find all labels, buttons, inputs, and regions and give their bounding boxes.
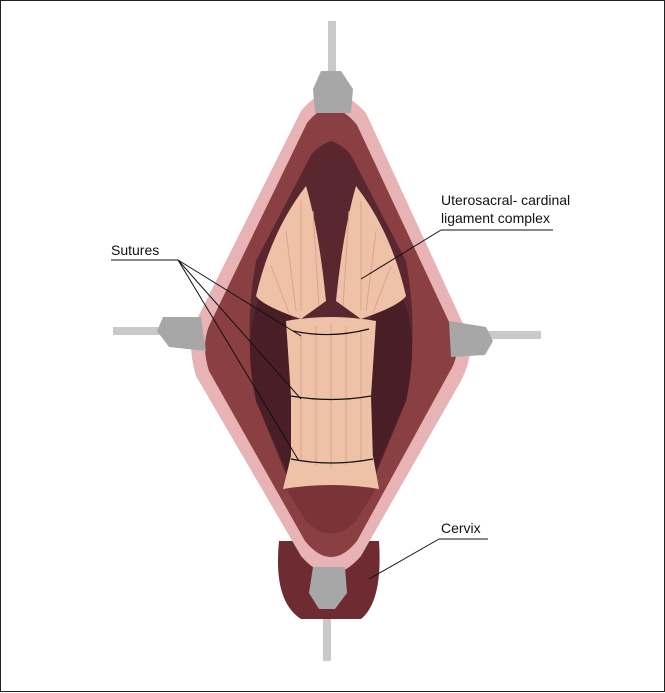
ligament-label-line1: Uterosacral- cardinal [441,192,570,208]
right-retractor-blade [449,321,493,357]
left-retractor-blade [157,317,206,351]
top-retractor-blade [313,71,353,113]
sutures-label: Sutures [111,242,159,258]
ligament-label-line2: ligament complex [441,210,550,226]
right-retractor-rod [486,331,541,339]
cervix-label: Cervix [441,520,481,536]
